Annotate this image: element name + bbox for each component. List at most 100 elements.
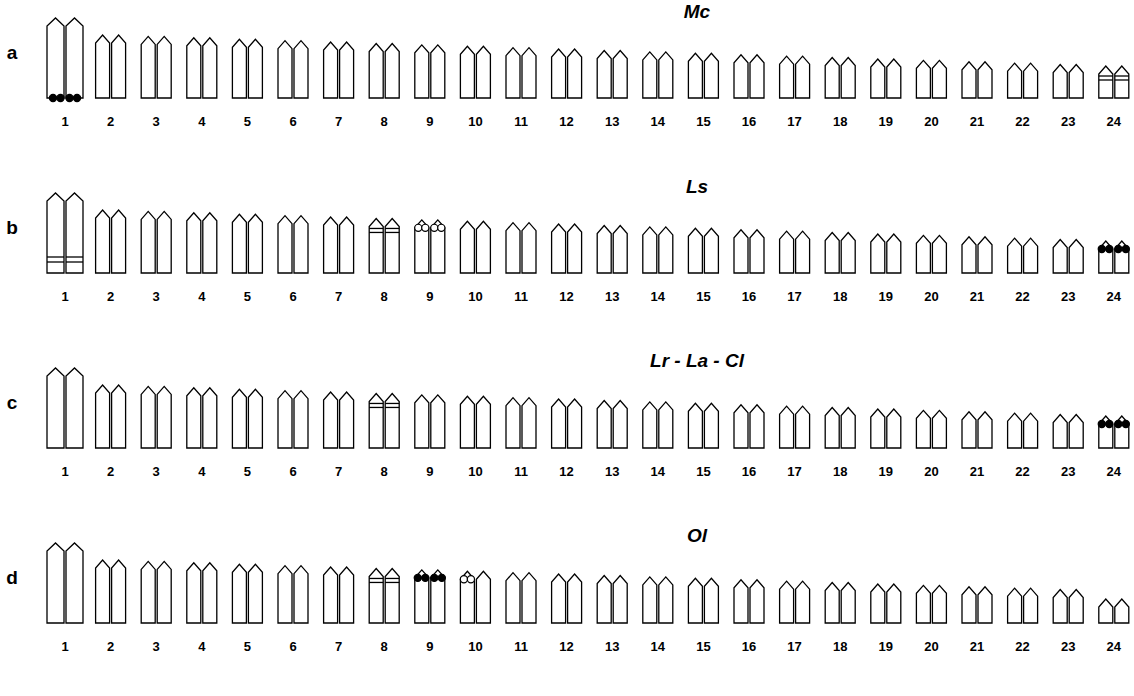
chromosome <box>66 543 83 623</box>
chromosome-number: 17 <box>787 290 801 303</box>
chromosome <box>780 231 794 273</box>
chromosome <box>841 583 855 623</box>
chromosome <box>232 39 246 98</box>
chromosome <box>66 193 83 273</box>
chromosome-number: 23 <box>1061 290 1075 303</box>
black-dot <box>1115 420 1122 427</box>
chromosome <box>141 211 155 273</box>
chromosome <box>187 388 201 448</box>
chromosome-number: 10 <box>468 640 482 653</box>
chromosome <box>1053 415 1067 448</box>
chromosome <box>141 386 155 448</box>
chromosome <box>1024 238 1038 273</box>
chromosome <box>431 45 445 98</box>
chromosome <box>476 571 490 623</box>
chromosome-number: 10 <box>468 115 482 128</box>
chromosome <box>613 576 627 624</box>
chromosome-number: 17 <box>787 115 801 128</box>
chromosome-number: 2 <box>107 290 114 303</box>
chromosome <box>431 395 445 448</box>
chromosome <box>476 221 490 273</box>
chromosome <box>369 568 383 623</box>
chromosome <box>157 561 171 623</box>
chromosome <box>1099 599 1113 623</box>
chromosome <box>1069 590 1083 623</box>
chromosome-number: 24 <box>1107 115 1121 128</box>
chromosome-number: 6 <box>289 640 296 653</box>
chromosome <box>47 193 64 273</box>
chromosome-number: 21 <box>970 115 984 128</box>
species-title: Mc <box>684 2 710 21</box>
black-dot <box>1106 245 1113 252</box>
chromosome <box>324 217 338 273</box>
chromosome-number: 4 <box>198 465 205 478</box>
chromosome <box>887 584 901 623</box>
chromosome <box>978 237 992 273</box>
chromosome <box>734 230 748 273</box>
chromosome-number: 20 <box>924 290 938 303</box>
chromosome-number: 14 <box>651 290 665 303</box>
chromosome-number: 8 <box>381 640 388 653</box>
chromosome-number: 7 <box>335 290 342 303</box>
chromosome <box>659 402 673 448</box>
chromosome-number: 9 <box>426 115 433 128</box>
chromosome-number: 11 <box>514 290 528 303</box>
chromosome <box>688 403 702 448</box>
chromosome <box>916 235 930 273</box>
chromosome <box>66 368 83 448</box>
chromosome-band <box>369 407 383 408</box>
chromosome-number: 16 <box>742 640 756 653</box>
white-circle <box>415 224 422 231</box>
chromosome <box>704 403 718 448</box>
chromosome <box>932 585 946 623</box>
chromosome-number: 8 <box>381 290 388 303</box>
chromosome <box>157 211 171 273</box>
chromosome <box>796 231 810 273</box>
chromosome <box>415 570 429 623</box>
chromosome <box>552 574 566 623</box>
chromosome <box>825 408 839 448</box>
chromosome-number: 17 <box>787 465 801 478</box>
white-circle <box>467 576 474 583</box>
chromosome-number: 15 <box>696 290 710 303</box>
chromosome <box>796 56 810 98</box>
chromosome-band <box>385 407 399 408</box>
species-title: Lr - La - Cl <box>650 351 744 370</box>
species-title: Ls <box>686 177 708 196</box>
chromosome <box>112 385 126 448</box>
chromosome-number: 13 <box>605 465 619 478</box>
black-dot <box>73 94 80 101</box>
chromosome <box>871 59 885 98</box>
chromosome <box>1008 238 1022 273</box>
chromosome <box>932 60 946 98</box>
chromosome <box>841 408 855 448</box>
chromosome <box>232 214 246 273</box>
chromosome <box>916 410 930 448</box>
chromosome <box>232 389 246 448</box>
chromosome <box>96 210 110 273</box>
chromosome-band <box>1115 79 1129 80</box>
chromosome-number: 16 <box>742 290 756 303</box>
chromosome-number: 9 <box>426 640 433 653</box>
chromosome <box>369 43 383 98</box>
chromosome <box>476 396 490 448</box>
chromosome <box>278 41 292 98</box>
chromosome <box>825 58 839 98</box>
chromosome-number: 12 <box>559 640 573 653</box>
chromosome <box>112 560 126 623</box>
chromosome <box>232 564 246 623</box>
chromosome <box>734 55 748 98</box>
chromosome <box>704 53 718 98</box>
black-dot <box>1106 420 1113 427</box>
chromosome <box>750 580 764 623</box>
chromosome-number: 18 <box>833 465 847 478</box>
chromosome <box>978 412 992 448</box>
chromosome <box>750 405 764 448</box>
chromosome <box>278 391 292 448</box>
chromosome <box>613 51 627 99</box>
chromosome <box>157 386 171 448</box>
chromosome-number: 19 <box>879 465 893 478</box>
chromosome <box>203 38 217 98</box>
chromosome <box>460 221 474 273</box>
